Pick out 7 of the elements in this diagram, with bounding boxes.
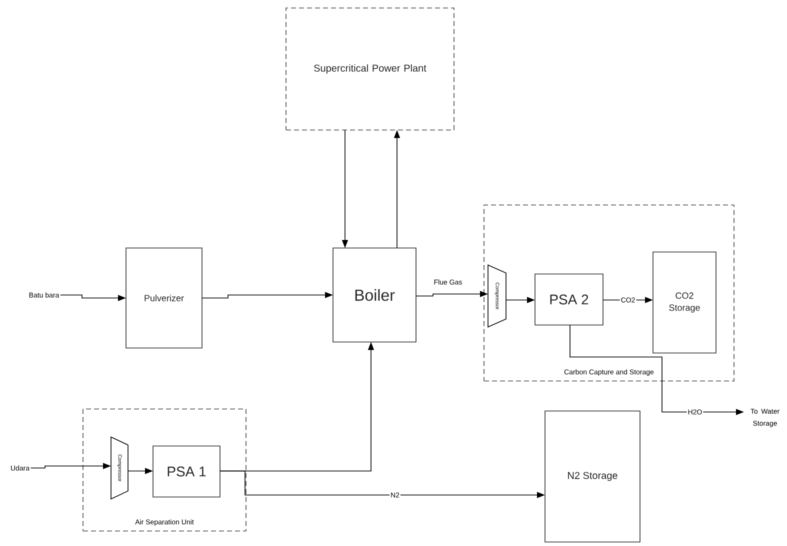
process-box: PSA 1	[152, 446, 220, 498]
process-box: Boiler	[332, 248, 416, 342]
process-box: N2 Storage	[544, 410, 640, 542]
dashed-unit-box: Supercritical Power Plant	[286, 8, 454, 130]
process-box: Pulverizer	[126, 248, 202, 348]
process-box: PSA 2	[534, 274, 604, 326]
process-box: CO2 Storage	[652, 252, 716, 354]
